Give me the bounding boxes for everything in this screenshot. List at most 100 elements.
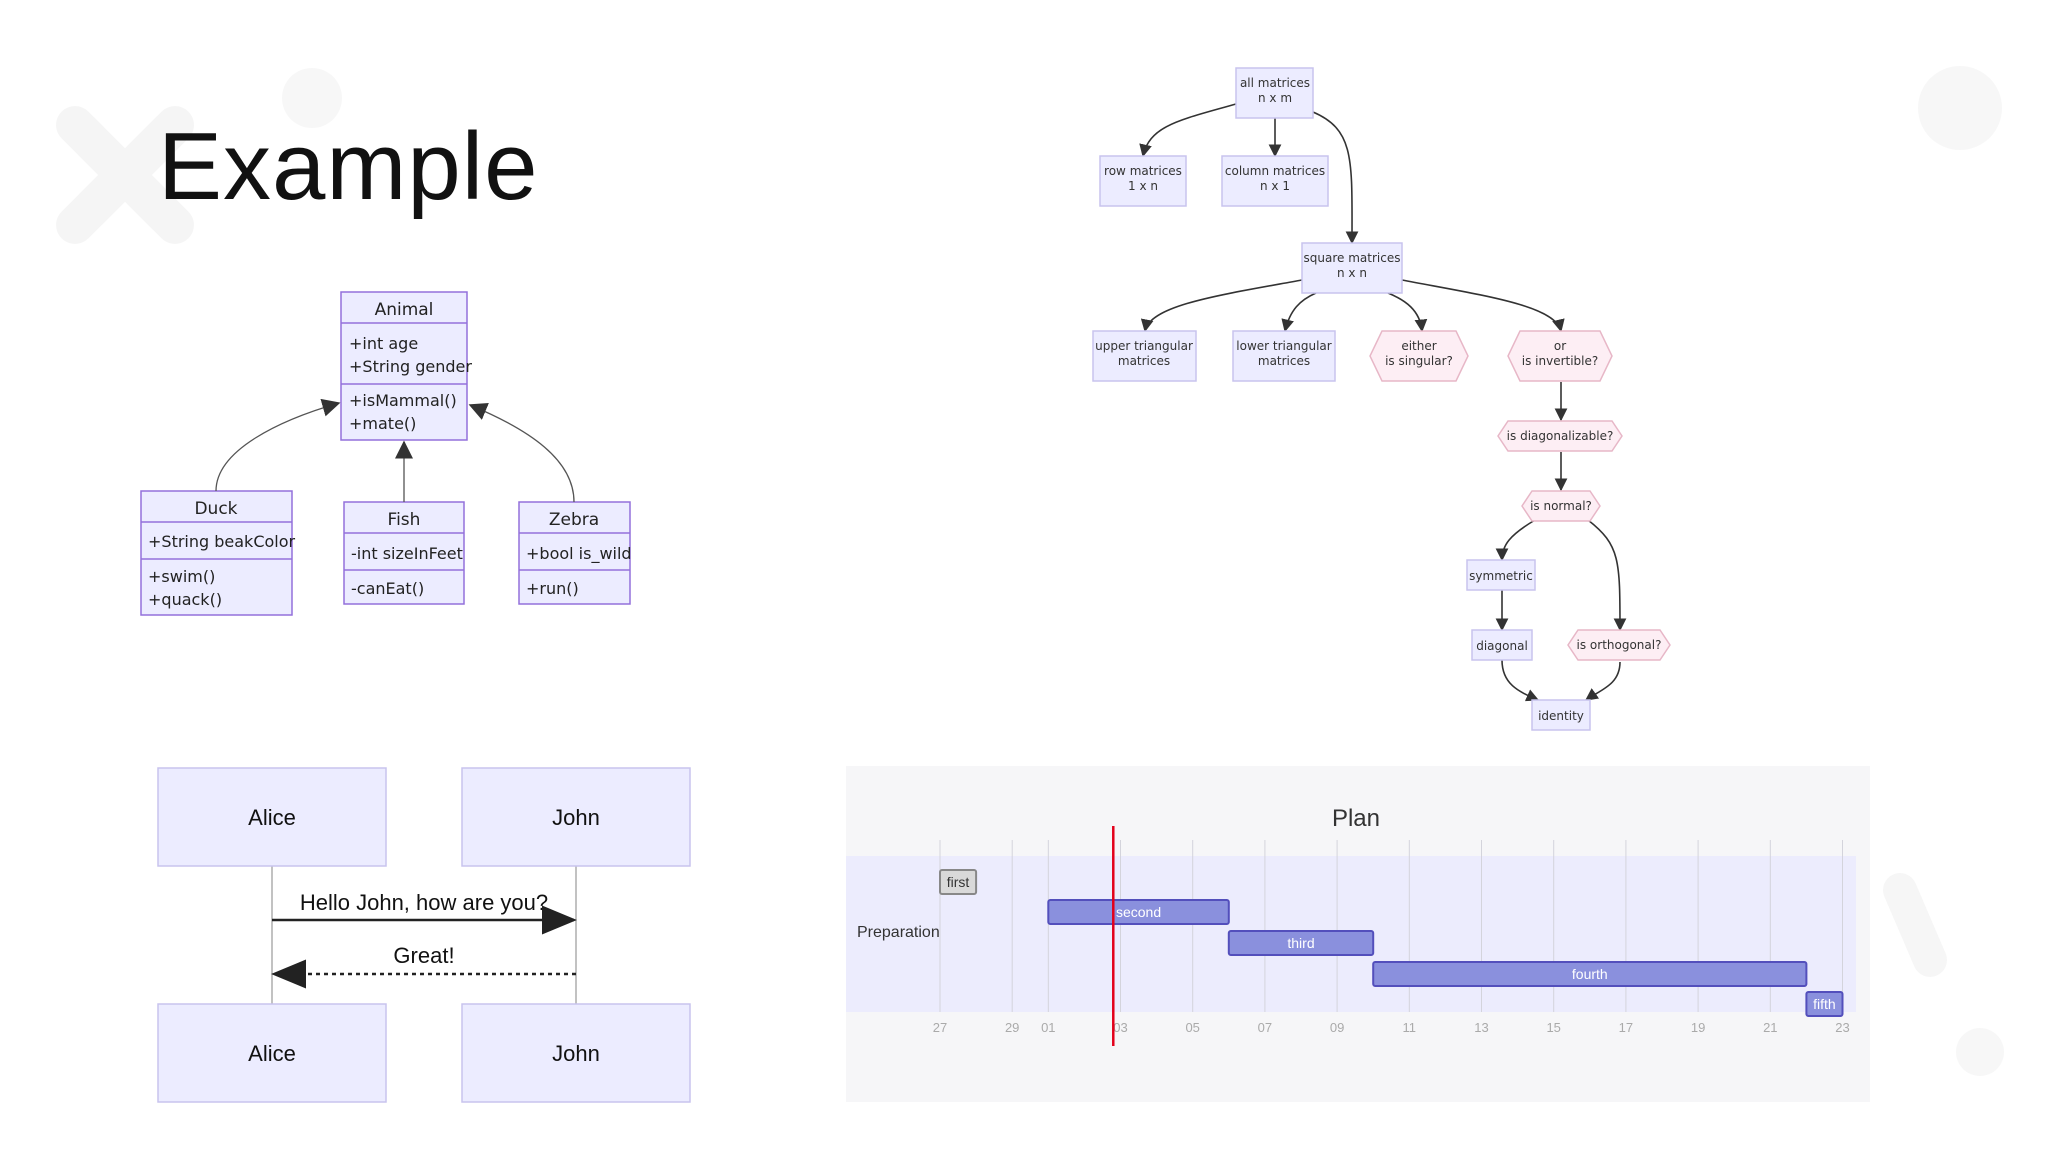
flow-edge <box>1587 519 1627 632</box>
gantt-tick-label: 21 <box>1763 1020 1777 1035</box>
class-zebra: Zebra +bool is_wild +run() <box>518 501 632 605</box>
svg-text:identity: identity <box>1538 709 1584 723</box>
class-name: Duck <box>194 499 237 519</box>
svg-text:is orthogonal?: is orthogonal? <box>1577 638 1662 652</box>
inheritance-arrow <box>468 403 575 503</box>
class-method: -canEat() <box>351 579 424 598</box>
flow-decision-normal: is normal? <box>1521 490 1601 522</box>
flow-edge <box>1312 111 1359 245</box>
gantt-tick-label: 01 <box>1041 1020 1055 1035</box>
class-attribute: +bool is_wild <box>526 544 632 564</box>
x-mark-decoration <box>1883 873 1947 977</box>
class-name: Animal <box>375 300 434 320</box>
gantt-tick-label: 03 <box>1113 1020 1127 1035</box>
svg-text:symmetric: symmetric <box>1469 569 1533 583</box>
svg-text:either: either <box>1401 339 1436 353</box>
svg-text:n x n: n x n <box>1337 266 1367 280</box>
svg-text:is singular?: is singular? <box>1385 354 1453 368</box>
flow-decision-either-singular: either is singular? <box>1369 330 1469 382</box>
flow-node-square-matrices: square matrices n x n <box>1301 242 1403 294</box>
svg-text:John: John <box>552 1041 600 1066</box>
class-name: Fish <box>388 510 421 530</box>
gantt-title: Plan <box>1332 805 1380 832</box>
svg-text:square matrices: square matrices <box>1304 251 1401 265</box>
gantt-tick-label: 07 <box>1258 1020 1272 1035</box>
gantt-tick-label: 19 <box>1691 1020 1705 1035</box>
gantt-section-label: Preparation <box>857 924 940 941</box>
gantt-tick-label: 23 <box>1835 1020 1849 1035</box>
gantt-tick-label: 11 <box>1403 1020 1417 1035</box>
gantt-bar-label: fourth <box>1572 966 1608 982</box>
svg-text:John: John <box>552 805 600 830</box>
svg-text:Alice: Alice <box>248 1041 296 1066</box>
gantt-bar-label: second <box>1116 904 1161 920</box>
class-name: Zebra <box>549 510 599 530</box>
svg-text:1 x n: 1 x n <box>1128 179 1158 193</box>
gantt-tick-label: 13 <box>1474 1020 1488 1035</box>
class-method: +quack() <box>148 590 222 609</box>
flow-decision-orthogonal: is orthogonal? <box>1567 629 1671 661</box>
gantt-bar-second <box>1047 899 1230 925</box>
class-attribute: -int sizeInFeet <box>351 544 463 563</box>
flow-edge <box>1584 661 1621 701</box>
flow-node-all-matrices: all matrices n x m <box>1235 67 1314 119</box>
gantt-tick-label: 05 <box>1185 1020 1199 1035</box>
svg-text:matrices: matrices <box>1258 354 1310 368</box>
svg-text:is diagonalizable?: is diagonalizable? <box>1507 429 1614 443</box>
gantt-bar-fifth <box>1805 991 1844 1017</box>
circle-decoration <box>282 68 342 128</box>
participant-alice-bottom: Alice <box>157 1003 387 1103</box>
flow-edge <box>1281 292 1317 333</box>
svg-text:is invertible?: is invertible? <box>1522 354 1599 368</box>
svg-text:upper triangular: upper triangular <box>1095 339 1193 353</box>
svg-text:diagonal: diagonal <box>1476 639 1528 653</box>
svg-text:or: or <box>1554 339 1566 353</box>
inheritance-arrow <box>215 398 341 492</box>
class-duck: Duck +String beakColor +swim() +quack() <box>140 490 296 616</box>
flow-edge <box>1401 279 1565 333</box>
svg-text:Alice: Alice <box>248 805 296 830</box>
gantt-tick-label: 27 <box>933 1020 947 1035</box>
flow-edge <box>1387 292 1428 333</box>
slide-title: Example <box>158 113 539 220</box>
flow-node-upper-triangular: upper triangular matrices <box>1092 330 1197 382</box>
flow-edge <box>1495 519 1536 562</box>
class-attribute: +String beakColor <box>148 532 296 551</box>
gantt-bar-label: fifth <box>1813 996 1836 1012</box>
class-attribute: +String gender <box>349 357 472 376</box>
gantt-tick-label: 15 <box>1546 1020 1560 1035</box>
circle-decoration <box>1956 1028 2004 1076</box>
svg-text:matrices: matrices <box>1118 354 1170 368</box>
x-mark-decoration <box>56 106 194 244</box>
flow-node-identity: identity <box>1531 699 1591 731</box>
class-method: +mate() <box>349 414 416 433</box>
gantt-bar-first <box>939 869 978 895</box>
flow-decision-or-invertible: or is invertible? <box>1507 330 1613 382</box>
svg-text:all matrices: all matrices <box>1240 76 1310 90</box>
circle-decoration <box>1918 66 2002 150</box>
flow-decision-diagonalizable: is diagonalizable? <box>1497 420 1623 452</box>
flow-edge <box>1501 659 1540 702</box>
participant-john-bottom: John <box>461 1003 691 1103</box>
class-method: +run() <box>526 579 579 598</box>
svg-text:is normal?: is normal? <box>1530 499 1592 513</box>
class-attribute: +int age <box>349 334 418 353</box>
flow-node-lower-triangular: lower triangular matrices <box>1232 330 1336 382</box>
flow-edge <box>1139 103 1237 158</box>
gantt-tick-label: 17 <box>1619 1020 1633 1035</box>
gantt-tick-label: 29 <box>1005 1020 1019 1035</box>
class-animal: Animal +int age +String gender +isMammal… <box>340 291 472 441</box>
svg-text:row matrices: row matrices <box>1104 164 1182 178</box>
class-fish: Fish -int sizeInFeet -canEat() <box>343 501 465 605</box>
svg-text:column matrices: column matrices <box>1225 164 1325 178</box>
gantt-bar-label: first <box>947 874 970 890</box>
participant-john-top: John <box>461 767 691 867</box>
message-label: Great! <box>393 943 454 968</box>
gantt-bar-third <box>1227 930 1375 956</box>
svg-text:n x 1: n x 1 <box>1260 179 1290 193</box>
